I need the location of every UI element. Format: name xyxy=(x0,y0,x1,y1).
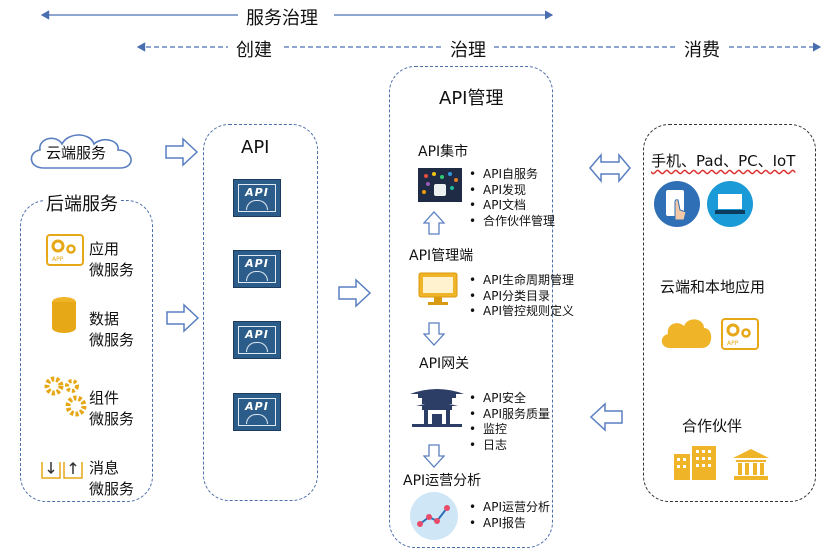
bullet-item: API生命周期管理 xyxy=(469,273,574,289)
section-title-analytics: API运营分析 xyxy=(403,473,482,489)
api-tile: API xyxy=(233,250,281,288)
api-tile: API xyxy=(233,393,281,431)
cloud-icon xyxy=(661,319,712,348)
label-govern: 治理 xyxy=(450,40,486,61)
section-title-marketplace: API集市 xyxy=(418,144,469,160)
message-service-line1: 消息 xyxy=(89,459,120,477)
arrow-left-icon xyxy=(589,402,623,432)
devices-title: 手机、Pad、PC、IoT xyxy=(651,152,796,170)
backend-services-box xyxy=(20,200,153,502)
monitor-icon xyxy=(418,272,458,305)
bullet-item: API管控规则定义 xyxy=(469,304,574,320)
cloud-local-apps-title: 云端和本地应用 xyxy=(660,278,766,296)
office-buildings-icon xyxy=(674,446,716,480)
top-arrows xyxy=(40,10,822,52)
gateway-bullets: API安全 API服务质量 监控 日志 xyxy=(469,391,550,453)
bullet-item: API服务质量 xyxy=(469,407,550,423)
api-tile: API xyxy=(233,321,281,359)
arrow-right-icon xyxy=(166,303,200,333)
bullet-item: API运营分析 xyxy=(469,500,550,516)
marketplace-icon xyxy=(418,168,462,202)
arrow-right-icon xyxy=(338,278,372,308)
arrow-down-icon xyxy=(423,444,445,468)
database-icon xyxy=(52,297,76,333)
laptop-icon xyxy=(707,181,753,227)
cloud-service-label: 云端服务 xyxy=(46,144,107,162)
arrow-right-icon xyxy=(165,137,199,167)
message-icon xyxy=(41,461,83,479)
svg-text:APP: APP xyxy=(52,256,64,263)
bullet-item: API报告 xyxy=(469,516,550,532)
bank-icon xyxy=(733,449,769,480)
component-service-line2: 微服务 xyxy=(89,410,135,428)
label-consume: 消费 xyxy=(684,40,720,61)
bullet-item: 日志 xyxy=(469,438,550,454)
analytics-bullets: API运营分析 API报告 xyxy=(469,500,550,531)
svg-text:APP: APP xyxy=(727,340,739,347)
data-service-line1: 数据 xyxy=(89,310,120,328)
app-gear-icon: APP xyxy=(721,318,759,350)
admin-bullets: API生命周期管理 API分类目录 API管控规则定义 xyxy=(469,273,574,320)
api-column-box xyxy=(203,124,318,501)
bullet-item: 监控 xyxy=(469,422,550,438)
partners-title: 合作伙伴 xyxy=(682,417,743,435)
bullet-item: API发现 xyxy=(469,183,555,199)
api-management-title: API管理 xyxy=(439,88,504,109)
label-governance: 服务治理 xyxy=(246,8,318,29)
bullet-item: API自服务 xyxy=(469,167,555,183)
bullet-item: API文档 xyxy=(469,198,555,214)
app-gear-icon: APP xyxy=(46,234,84,266)
bullet-item: 合作伙伴管理 xyxy=(469,214,555,230)
api-tile: API xyxy=(233,179,281,217)
analytics-icon xyxy=(410,492,458,540)
api-column-title: API xyxy=(241,137,270,158)
app-service-line1: 应用 xyxy=(89,240,120,258)
gears-icon xyxy=(44,376,87,417)
arrow-down-icon xyxy=(423,322,445,346)
section-title-admin: API管理端 xyxy=(409,248,474,264)
data-service-line2: 微服务 xyxy=(89,331,135,349)
label-create: 创建 xyxy=(236,40,272,61)
bidirectional-arrow-icon xyxy=(589,153,631,183)
gateway-building-icon xyxy=(410,389,464,427)
consumers-box xyxy=(643,124,816,502)
component-service-line1: 组件 xyxy=(89,389,120,407)
message-service-line2: 微服务 xyxy=(89,480,135,498)
app-service-line2: 微服务 xyxy=(89,261,135,279)
section-title-gateway: API网关 xyxy=(419,356,470,372)
cloud-outline-icon xyxy=(30,134,132,169)
bullet-item: API安全 xyxy=(469,391,550,407)
arrow-up-icon xyxy=(423,211,445,235)
bullet-item: API分类目录 xyxy=(469,289,574,305)
backend-title: 后端服务 xyxy=(44,190,120,216)
tablet-touch-icon xyxy=(654,181,700,227)
marketplace-bullets: API自服务 API发现 API文档 合作伙伴管理 xyxy=(469,167,555,229)
